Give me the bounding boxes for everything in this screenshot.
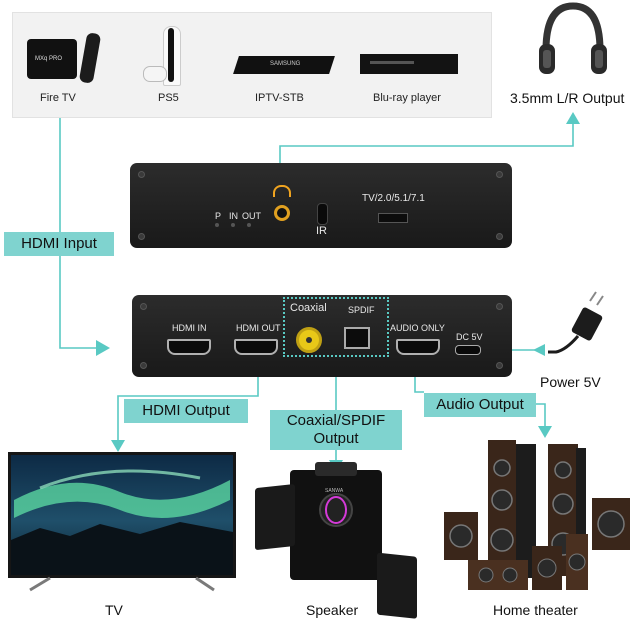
iptv-stb-device-text: SAMSUNG [270, 61, 301, 67]
blu-ray-label: Blu-ray player [373, 92, 441, 104]
mode-label: TV/2.0/5.1/7.1 [362, 193, 425, 204]
ps5-device [143, 26, 191, 86]
hdmi-out-port[interactable] [234, 339, 278, 355]
screw [496, 303, 503, 310]
fire-tv-device: MXq PRO [27, 32, 103, 84]
headphones-icon [539, 2, 607, 74]
speaker-label: Speaker [306, 602, 359, 618]
ps5-label: PS5 [158, 92, 179, 104]
screw [140, 303, 147, 310]
arrow-to-home-theater [538, 426, 552, 438]
audio-output-line-2 [536, 403, 546, 426]
arrow-to-tv [111, 440, 125, 452]
screw [496, 171, 503, 178]
ir-label: IR [316, 225, 327, 237]
fire-tv-device-text: MXq PRO [35, 56, 63, 62]
headphone-jack[interactable] [274, 205, 290, 221]
hdmi-in-port[interactable] [167, 339, 211, 355]
arrow-to-headphones [566, 112, 580, 124]
power-label: Power 5V [540, 374, 601, 390]
hdmi-input-line [59, 116, 96, 349]
coaxial-spdif-output-line-2: Output [313, 430, 359, 447]
hdmi-in-label: HDMI IN [172, 323, 207, 333]
tv-label: TV [105, 602, 123, 618]
arrow-to-device [96, 340, 110, 356]
screw [138, 171, 145, 178]
speaker-brand-text: SANWA [325, 488, 344, 494]
mode-switch[interactable] [378, 213, 408, 223]
hdmi-out-label: HDMI OUT [236, 323, 281, 333]
coaxial-port[interactable] [296, 327, 322, 353]
audio-only-label: AUDIO ONLY [390, 323, 445, 333]
screw [496, 233, 503, 240]
audio-only-port[interactable] [396, 339, 440, 355]
iptv-stb-label: IPTV-STB [255, 92, 304, 104]
screw [140, 362, 147, 369]
home-theater-icon [444, 440, 630, 590]
ir-sensor [317, 203, 328, 225]
extractor-back-panel: P IN OUT IR TV/2.0/5.1/7.1 [130, 163, 512, 248]
screw [138, 233, 145, 240]
blu-ray-device [360, 54, 458, 80]
iptv-stb-device: SAMSUNG [233, 52, 335, 78]
coaxial-label: Coaxial [290, 302, 327, 314]
hdmi-input-label: HDMI Input [4, 232, 114, 256]
spdif-label: SPDIF [348, 305, 375, 315]
hdmi-output-label: HDMI Output [124, 399, 248, 423]
screw [496, 362, 503, 369]
coaxial-spdif-highlight [283, 297, 389, 357]
home-theater-label: Home theater [493, 602, 578, 618]
audio-output-label: Audio Output [424, 393, 536, 417]
dc-5v-label: DC 5V [456, 332, 483, 342]
coaxial-spdif-output-line-1: Coaxial/SPDIF [286, 412, 386, 429]
power-led-icon [215, 223, 219, 227]
headphone-jack-icon [273, 185, 291, 197]
in-led-label: IN [229, 211, 238, 221]
in-led-icon [231, 223, 235, 227]
coaxial-spdif-output-label: Coaxial/SPDIF Output [270, 410, 402, 450]
tv-icon [8, 452, 236, 592]
dc-5v-port[interactable] [455, 345, 481, 355]
power-led-label: P [215, 211, 222, 221]
out-led-label: OUT [242, 211, 261, 221]
headphone-output-label: 3.5mm L/R Output [510, 90, 625, 106]
extractor-front-panel: HDMI IN HDMI OUT Coaxial SPDIF AUDIO ONL… [132, 295, 512, 377]
out-led-icon [247, 223, 251, 227]
power-adapter-icon [548, 291, 604, 354]
fire-tv-label: Fire TV [40, 92, 76, 104]
speaker-system-icon [255, 462, 417, 619]
arrow-from-power [533, 344, 545, 356]
spdif-port[interactable] [344, 327, 370, 349]
